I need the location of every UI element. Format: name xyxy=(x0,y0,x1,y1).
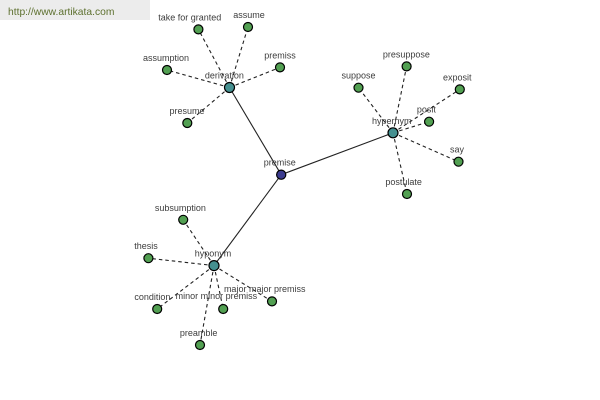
svg-text:presume: presume xyxy=(169,106,204,116)
svg-text:condition: condition xyxy=(134,292,170,302)
svg-text:premise: premise xyxy=(264,158,296,168)
svg-text:assume: assume xyxy=(233,10,265,20)
svg-text:thesis: thesis xyxy=(134,241,158,251)
svg-text:hyponym: hyponym xyxy=(195,249,232,259)
svg-text:preamble: preamble xyxy=(180,328,218,338)
svg-text:http://www.artikata.com: http://www.artikata.com xyxy=(8,7,114,18)
svg-text:postulate: postulate xyxy=(385,177,422,187)
svg-text:suppose: suppose xyxy=(341,71,375,81)
svg-text:hypernym: hypernym xyxy=(372,116,412,126)
svg-text:premiss: premiss xyxy=(264,50,296,60)
svg-text:exposit: exposit xyxy=(443,72,472,82)
svg-text:posit: posit xyxy=(417,105,437,115)
svg-text:assumption: assumption xyxy=(143,53,189,63)
svg-text:major major premiss: major major premiss xyxy=(224,284,306,294)
svg-text:take for granted: take for granted xyxy=(158,12,221,22)
svg-text:derivation: derivation xyxy=(205,71,244,81)
svg-text:presuppose: presuppose xyxy=(383,49,430,59)
svg-text:say: say xyxy=(450,145,465,155)
svg-text:subsumption: subsumption xyxy=(155,203,206,213)
svg-text:minor minor premiss: minor minor premiss xyxy=(176,291,258,301)
